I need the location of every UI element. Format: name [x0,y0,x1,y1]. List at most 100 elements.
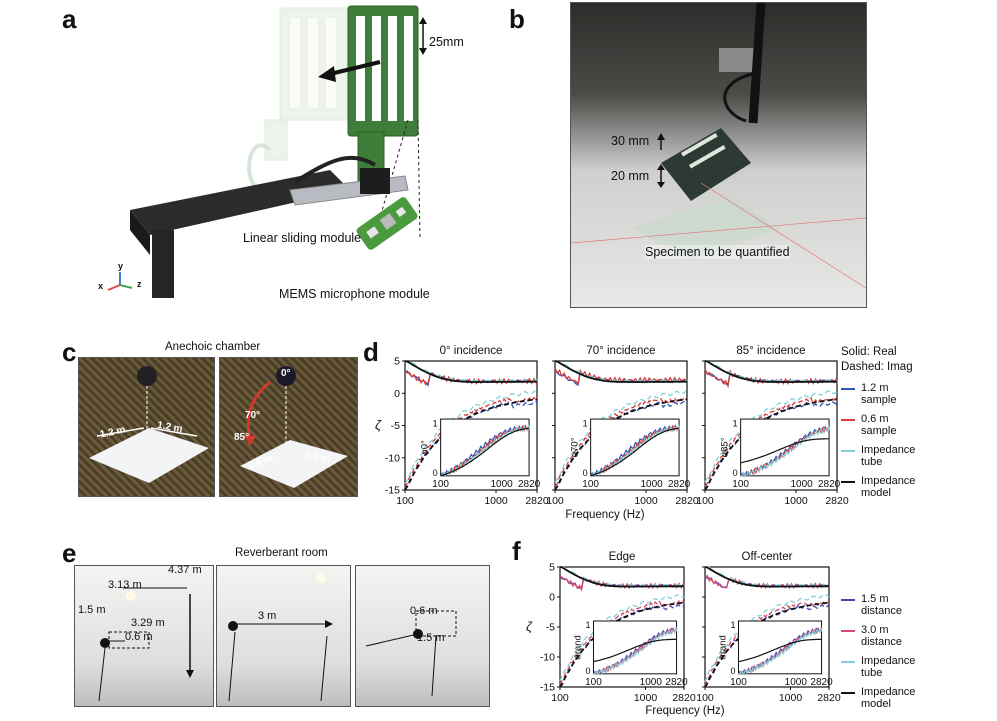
inset-x-tick-label: 1000 [640,479,663,490]
series-imag-line [554,398,688,491]
series-imag-line [559,601,684,688]
x-tick-label: 2820 [675,495,699,507]
legend-line-2: model [861,698,891,710]
panel-b-photo [570,2,867,308]
meas-e6-label: 3 m [258,610,277,622]
mems-label: MEMS microphone module [279,287,430,301]
x-tick-label: 100 [551,692,569,704]
anechoic-title: Anechoic chamber [165,341,261,353]
panel-title: 85° incidence [736,345,805,357]
anechoic-photo-right [219,357,358,497]
series-real-line [404,360,537,383]
y-tick-label: -15 [385,485,400,497]
series-real-line [559,575,685,592]
y-tick-label: -15 [540,682,555,694]
y-tick-label: -5 [391,420,400,432]
legend-swatch [841,692,855,694]
series-imag-line [404,389,538,484]
y-tick-label: 5 [394,356,400,368]
legend-line-1: 3.0 m [861,624,889,636]
inset-x-tick-label: 1000 [490,479,513,490]
inset-series-line [590,423,680,477]
legend-swatch [841,599,855,601]
series-imag-line [704,398,838,491]
x-tick-label: 2820 [817,692,841,704]
meas-e7-label: 0.6 m [410,605,438,617]
inset-y-tick-label: 1 [583,419,588,429]
y-tick-label: 0 [394,388,400,400]
panel-title: Edge [609,551,636,563]
height-arrows-icon [657,133,665,188]
legend-line-2: tube [861,456,883,468]
legend-swatch [841,388,855,390]
reverb-photo-3 [355,565,490,707]
y-tick-label: -5 [546,622,555,634]
panel-title: 70° incidence [586,345,655,357]
inset-x-tick-label: 1000 [790,479,813,490]
panel-letter-a: a [62,4,77,34]
note-solid: Solid: Real [841,346,897,358]
height-30mm-label: 30 mm [611,134,650,148]
x-tick-label: 2820 [525,495,549,507]
panel-letter-b: b [509,4,525,34]
series-real-line [559,566,684,588]
meas-e8-label: 1.5 m [417,632,445,644]
series-imag-line [704,593,830,683]
specimen-label: Specimen to be quantified [645,245,790,259]
inset-x-tick-label: 2820 [665,677,688,688]
panel-title: Off-center [742,551,793,563]
angle-70-label: 70° [245,410,261,421]
inset-x-tick-label: 100 [585,677,602,688]
linear-sliding-label: Linear sliding module [243,231,362,245]
panel-letter-c: c [62,337,77,367]
x-tick-label: 1000 [634,692,658,704]
x-tick-label: 1000 [484,495,508,507]
inset-series-line [440,424,530,477]
inset-series-line [738,626,823,675]
inset-series-line [440,423,530,477]
legend-line-1: 1.5 m [861,593,889,605]
inset-series-line [738,638,822,663]
inset-y-tick-label: 0 [585,666,590,676]
legend-swatch [841,481,855,483]
axis-x-label: x [98,281,104,291]
panel-title: 0° incidence [440,345,503,357]
reverb-photo-1 [74,565,214,707]
inset-y-tick-label: 0 [730,666,735,676]
meas-e4-label: 3.29 m [131,617,165,629]
note-dashed: Dashed: Imag [841,361,913,373]
panel-letter-e: e [62,538,77,568]
reverb-photo-2 [216,565,351,707]
inset-y-tick-label: 0 [733,468,738,478]
inset-series-line [590,424,680,477]
series-imag-line [704,390,838,483]
y-tick-label: 5 [549,562,555,574]
legend-line-2: distance [861,605,902,617]
x-tick-label: 2820 [672,692,696,704]
inset-y-label: αrand [717,635,728,660]
y-tick-label: 0 [549,592,555,604]
panel-a-illustration [107,5,427,298]
anechoic-photo-left [78,357,215,497]
inset-x-tick-label: 100 [732,479,749,490]
inset-x-tick-label: 2820 [818,479,841,490]
series-imag-line [704,601,829,688]
height-20mm-label: 20 mm [611,169,650,183]
legend-line-2: sample [861,394,897,406]
inset-series-line [440,427,530,477]
legend-line-1: Impedance [861,475,916,487]
axis-y-label: y [118,261,124,271]
inset-series-line [740,438,830,464]
inset-series-line [593,638,677,663]
